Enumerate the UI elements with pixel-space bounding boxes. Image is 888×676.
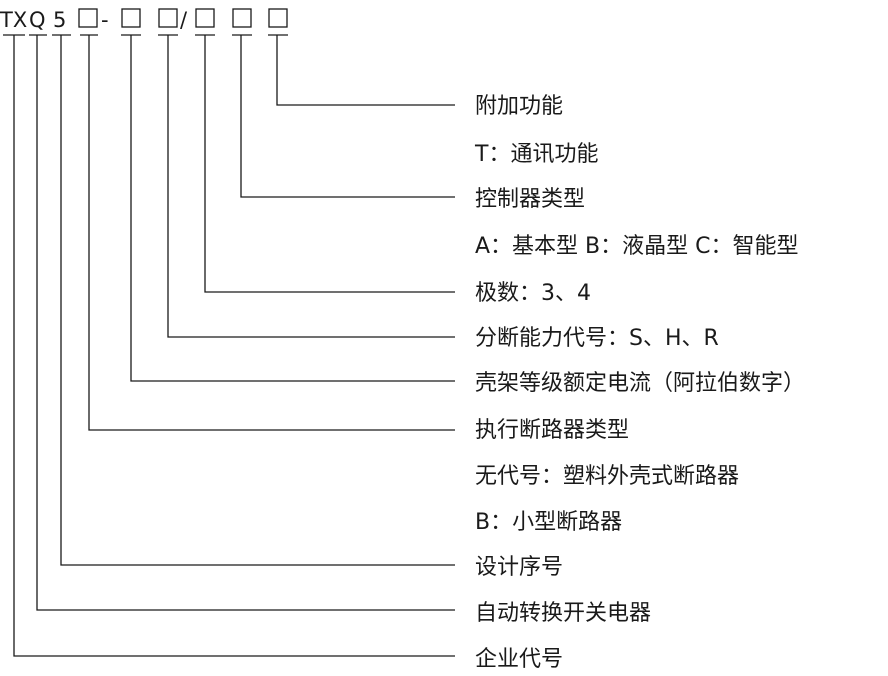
code-dash: - <box>101 8 109 32</box>
leader-company-code <box>13 35 455 657</box>
label-controller-type: 控制器类型 <box>475 187 585 212</box>
model-code-header: TX Q 5 - / <box>0 8 288 32</box>
label-company-code: 企业代号 <box>475 647 563 672</box>
label-product-name: 自动转换开关电器 <box>475 601 651 626</box>
label-controller-options: A：基本型 B：液晶型 C：智能型 <box>475 234 799 259</box>
leader-controller-type <box>240 35 455 198</box>
code-slash: / <box>180 8 188 32</box>
leader-product-name <box>36 35 455 611</box>
code-letter-q: Q <box>29 8 46 32</box>
code-box-1 <box>78 8 98 28</box>
description-labels: 附加功能 T：通讯功能 控制器类型 A：基本型 B：液晶型 C：智能型 极数：3… <box>474 94 805 672</box>
label-communication-function: T：通讯功能 <box>474 142 598 167</box>
code-box-3 <box>158 8 178 28</box>
leader-lines <box>13 35 455 657</box>
label-breaker-type: 执行断路器类型 <box>475 418 629 443</box>
code-box-2 <box>121 8 141 28</box>
code-box-4 <box>195 8 215 28</box>
label-design-number: 设计序号 <box>475 555 563 580</box>
leader-frame-current <box>130 35 455 382</box>
label-mccb: 无代号：塑料外壳式断路器 <box>475 464 739 489</box>
code-box-5 <box>232 8 252 28</box>
label-poles: 极数：3、4 <box>475 281 591 306</box>
code-prefix-tx: TX <box>0 8 27 32</box>
label-miniature-breaker: B：小型断路器 <box>475 510 622 535</box>
leader-additional-function <box>276 35 455 106</box>
label-breaking-capacity: 分断能力代号：S、H、R <box>475 326 719 351</box>
leader-design-number <box>60 35 455 566</box>
label-frame-current: 壳架等级额定电流（阿拉伯数字） <box>475 371 805 396</box>
code-digit-5: 5 <box>53 8 66 32</box>
code-box-6 <box>268 8 288 28</box>
leader-breaking-capacity <box>167 35 455 338</box>
leader-breaker-type <box>88 35 455 431</box>
leader-poles <box>204 35 455 293</box>
label-additional-function: 附加功能 <box>475 94 563 119</box>
